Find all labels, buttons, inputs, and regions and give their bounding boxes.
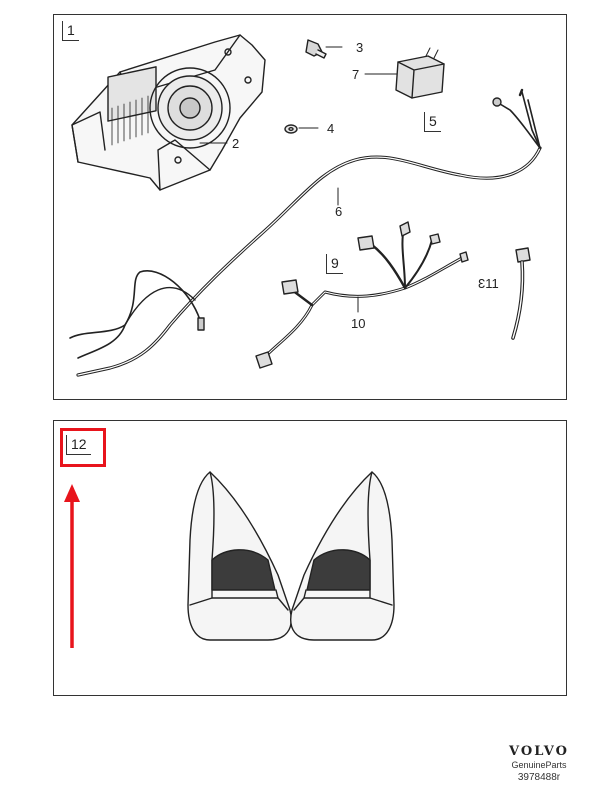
subwoofer-unit: [71, 34, 266, 191]
speaker-grille-left: [187, 471, 292, 641]
volvo-logo-text: VOLVO: [509, 744, 569, 759]
part-number: 3978488r: [517, 772, 561, 783]
screw-part: [305, 39, 327, 59]
bottom-diagram-panel: 12: [53, 420, 567, 696]
relay-part: [395, 47, 445, 99]
speaker-grille-right: [290, 471, 395, 641]
callout-10: 10: [351, 316, 366, 331]
genuine-parts-label: GenuineParts: [511, 760, 567, 770]
callout-9: 9: [326, 254, 343, 274]
callout-6: 6: [335, 204, 343, 219]
red-arrow: [64, 484, 80, 648]
box-number-12: 12: [66, 435, 91, 455]
brand-logo: VOLVO GenuineParts 3978488r: [500, 744, 578, 783]
callout-4: 4: [327, 121, 335, 136]
callout-2: 2: [232, 136, 240, 151]
callout-7: 7: [352, 67, 360, 82]
cable-tie-part: [511, 247, 531, 340]
callout-3: 3: [356, 40, 364, 55]
callout-11: 311: [478, 276, 499, 291]
box-number-1: 1: [62, 21, 79, 41]
highlight-frame: [60, 428, 106, 467]
callout-5: 5: [424, 112, 441, 132]
